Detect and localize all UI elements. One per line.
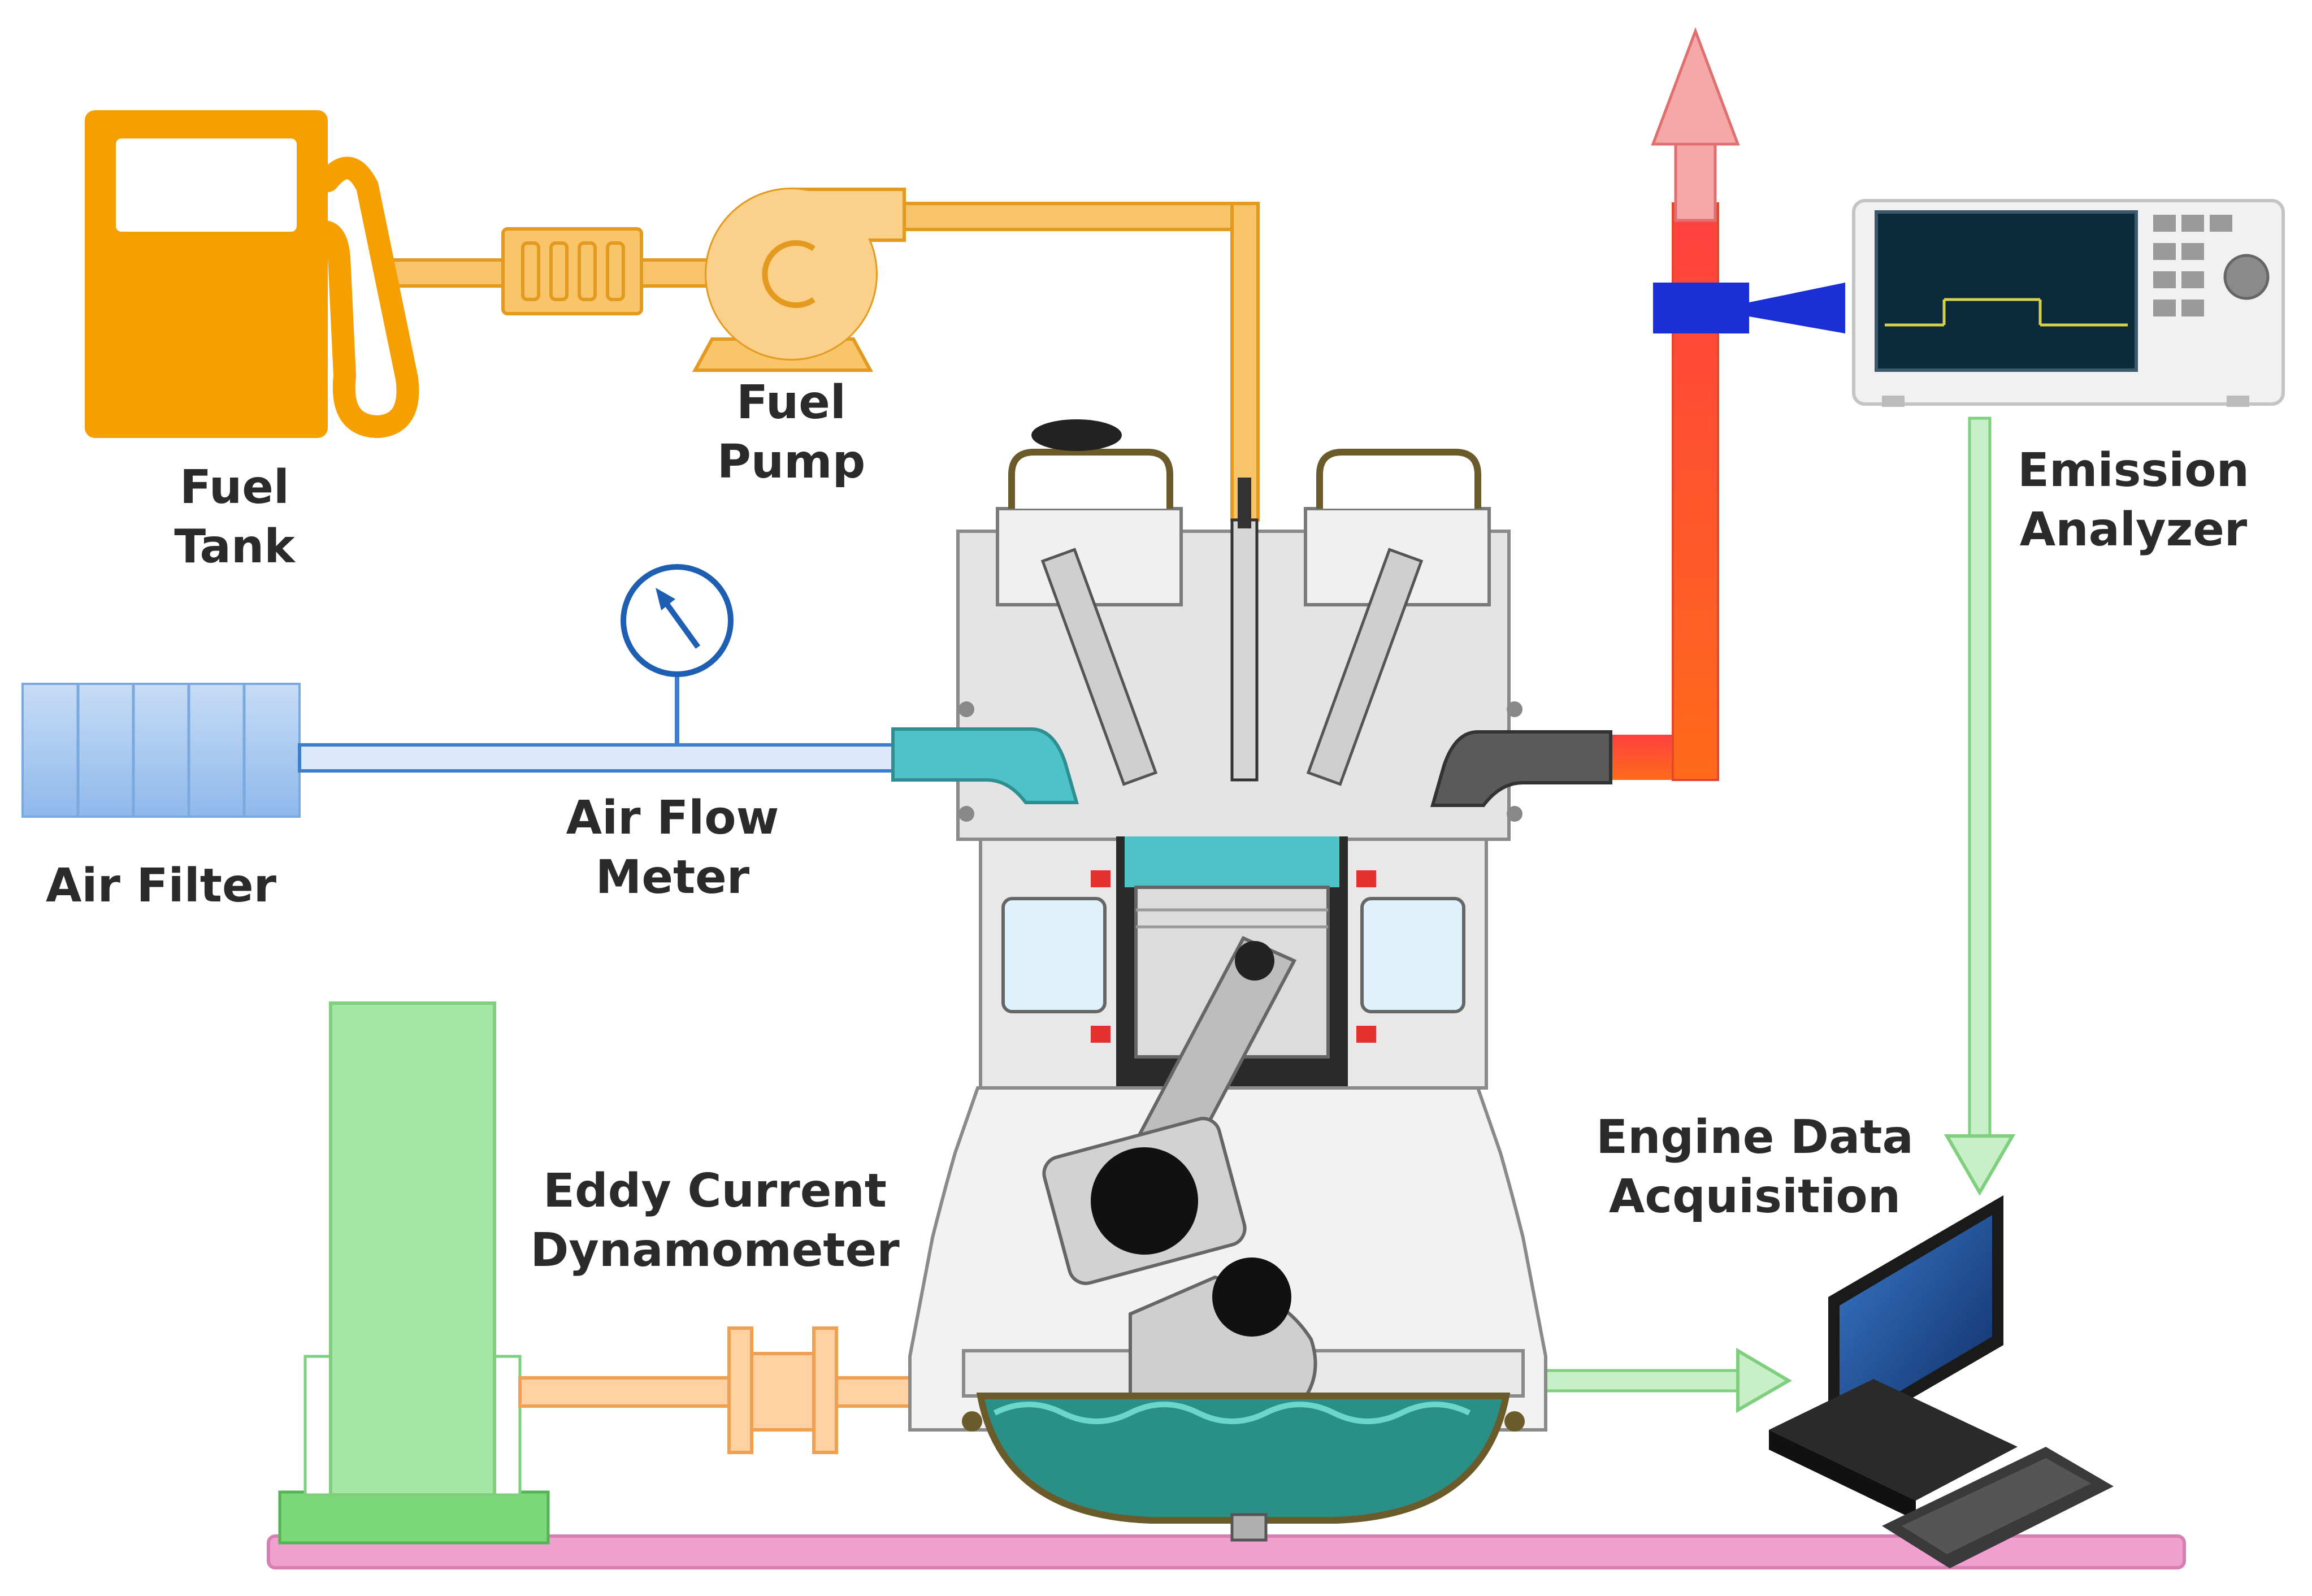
drive-shaft <box>518 1326 974 1454</box>
base-rail <box>267 1534 2186 1569</box>
air-flow-meter-label-line2: Meter <box>596 851 750 904</box>
dynamometer-label-line2: Dynamometer <box>530 1224 900 1277</box>
exhaust-pipe <box>1605 202 1719 781</box>
emission-analyzer-label-line2: Analyzer <box>2020 503 2248 557</box>
engine-signal-arrow <box>1535 1347 1792 1413</box>
fuel-filter-icon <box>501 227 643 315</box>
emission-probe <box>1653 283 1845 333</box>
fuel-pump-icon <box>692 188 906 372</box>
air-flow-meter-label-line1: Air Flow <box>566 791 779 845</box>
air-filter-label: Air Filter <box>46 859 277 913</box>
analyzer-signal-arrow <box>1944 417 2016 1196</box>
emission-analyzer-device-icon <box>1852 199 2285 407</box>
computer-icon <box>1769 1195 2114 1568</box>
fuel-tank-icon <box>85 110 419 439</box>
fuel-tank-label-line1: Fuel <box>180 461 289 514</box>
air-filter-icon <box>21 683 301 818</box>
fuel-pump-label-line1: Fuel <box>736 376 846 430</box>
exhaust-arrow-icon <box>1651 27 1740 222</box>
emission-analyzer-label-line1: Emission <box>2018 444 2249 497</box>
fuel-pump-label-line2: Pump <box>717 435 866 489</box>
air-intake-line <box>298 743 900 773</box>
air-flow-meter-gauge-icon <box>621 564 734 745</box>
engine-data-acquisition-label-line2: Acquisition <box>1609 1170 1901 1224</box>
dynamometer-label-line1: Eddy Current <box>543 1164 887 1218</box>
engine-data-acquisition-label-line1: Engine Data <box>1596 1111 1914 1164</box>
dynamometer-icon <box>278 1001 550 1545</box>
fuel-tank-label-line2: Tank <box>174 520 296 574</box>
fuel-line <box>388 202 1260 522</box>
engine-cross-section <box>891 419 1612 1542</box>
